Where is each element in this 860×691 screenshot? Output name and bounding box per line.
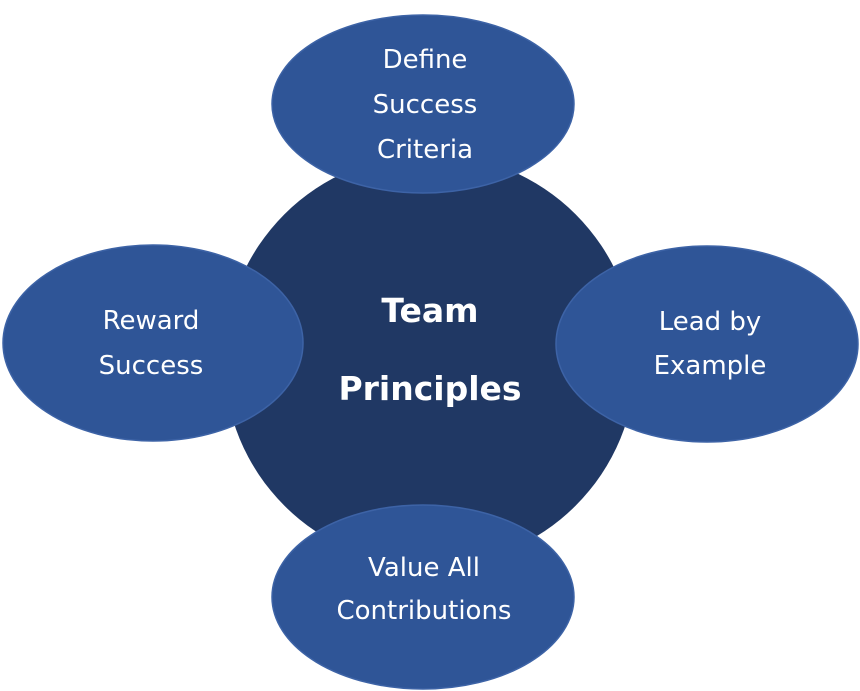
center-circle: [224, 154, 636, 566]
node-top-line1: Define: [383, 45, 468, 75]
node-right-line1: Lead by: [659, 307, 762, 337]
node-bottom-line2: Contributions: [337, 596, 512, 626]
center-title-line2: Principles: [338, 369, 521, 408]
node-top: Define Success Criteria: [271, 14, 575, 194]
node-right: Lead by Example: [555, 245, 859, 443]
center-title-line1: Team: [381, 291, 478, 330]
node-left-line2: Success: [99, 351, 204, 381]
node-top-line3: Criteria: [377, 135, 473, 165]
node-right-line2: Example: [654, 351, 767, 381]
node-bottom: Value All Contributions: [271, 504, 575, 690]
node-bottom-line1: Value All: [368, 553, 480, 583]
node-top-line2: Success: [373, 90, 478, 120]
node-left: Reward Success: [2, 244, 304, 442]
node-left-line1: Reward: [103, 306, 200, 336]
